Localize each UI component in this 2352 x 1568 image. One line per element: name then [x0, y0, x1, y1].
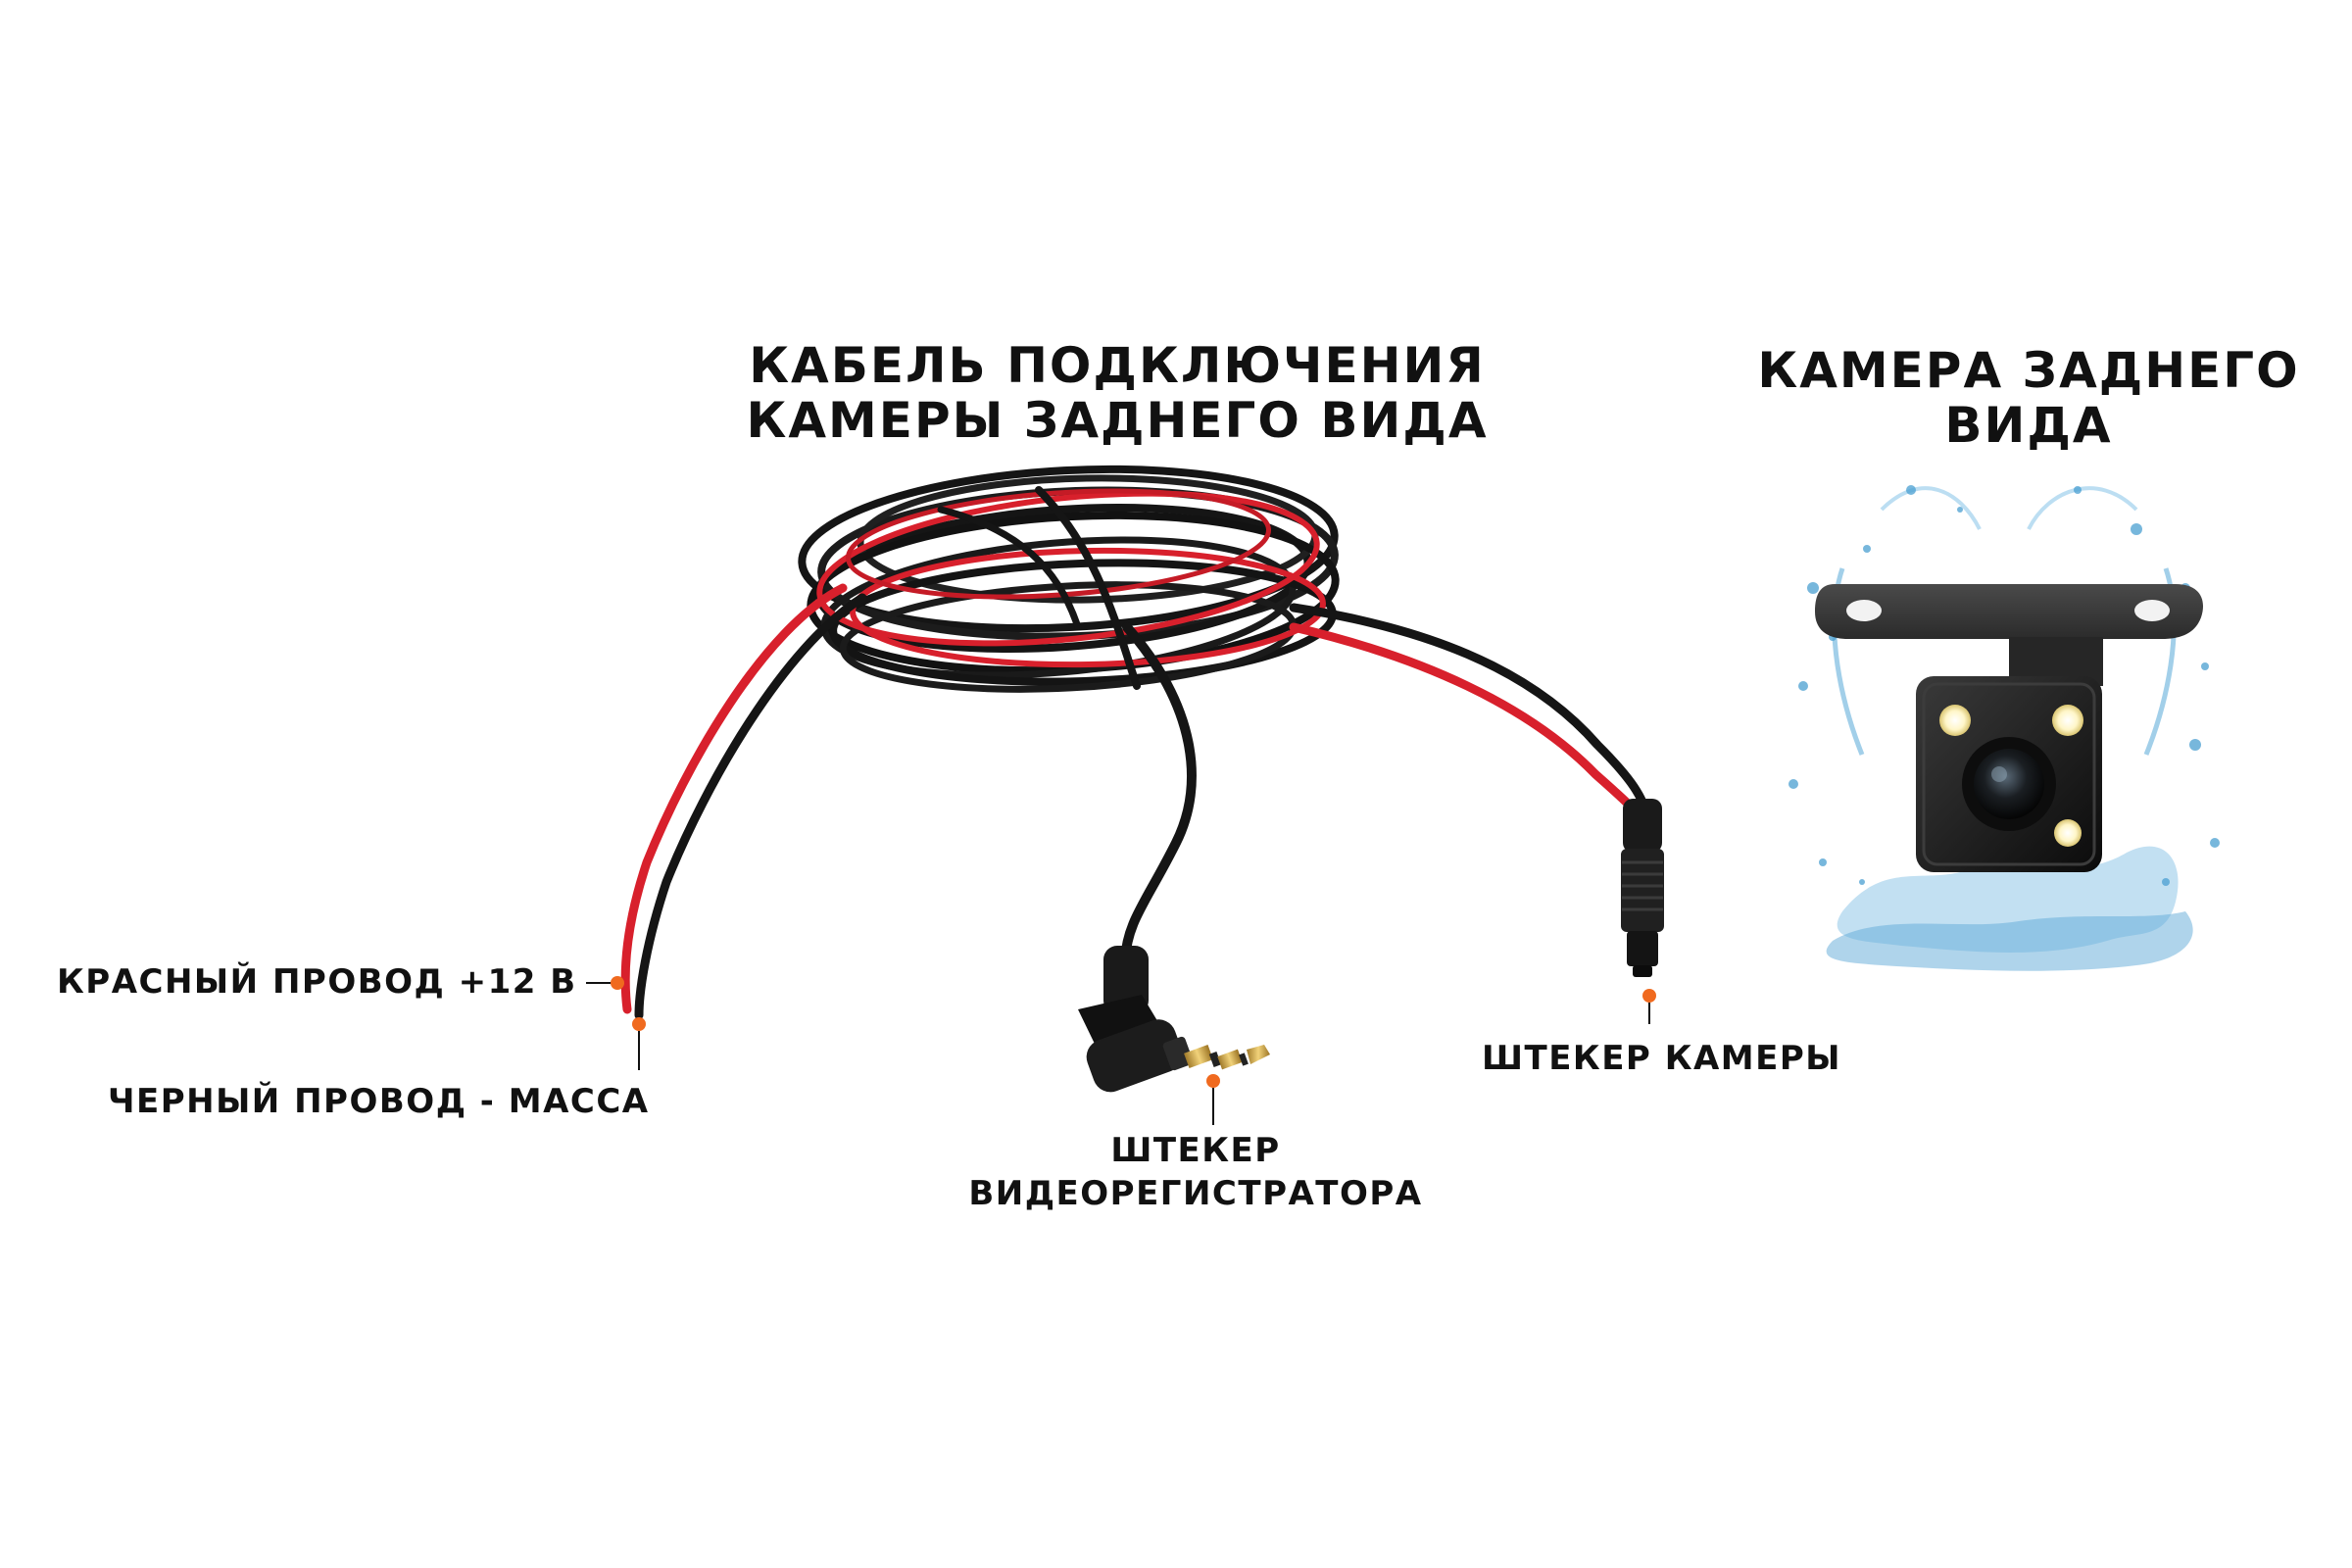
dvr-plug-label: ШТЕКЕР ВИДЕОРЕГИСТРАТОРА — [941, 1129, 1450, 1215]
cable-coil — [798, 465, 1340, 693]
callout-dot-dvr-plug — [1206, 1074, 1220, 1088]
camera-title: КАМЕРА ЗАДНЕГО ВИДА — [1744, 343, 2313, 453]
callout-markers — [586, 976, 1656, 1125]
dvr-plug-label-line1: ШТЕКЕР — [1110, 1131, 1281, 1170]
rear-view-camera — [1815, 584, 2204, 872]
dvr-plug-label-line2: ВИДЕОРЕГИСТРАТОРА — [968, 1174, 1423, 1214]
camera-title-line1: КАМЕРА ЗАДНЕГО — [1757, 342, 2300, 399]
cable-title: КАБЕЛЬ ПОДКЛЮЧЕНИЯ КАМЕРЫ ЗАДНЕГО ВИДА — [745, 338, 1490, 448]
camera-wires — [1289, 603, 1651, 823]
camera-plug-label: ШТЕКЕР КАМЕРЫ — [1482, 1039, 1842, 1078]
cable-title-line2: КАМЕРЫ ЗАДНЕГО ВИДА — [746, 392, 1489, 449]
water-splash — [1788, 485, 2220, 971]
camera-title-line2: ВИДА — [1944, 397, 2113, 454]
callout-dot-red-wire — [611, 976, 624, 990]
red-wire-label: КРАСНЫЙ ПРОВОД +12 В — [57, 962, 577, 1002]
cable-title-line1: КАБЕЛЬ ПОДКЛЮЧЕНИЯ — [749, 337, 1486, 394]
black-wire-label: ЧЕРНЫЙ ПРОВОД - МАССА — [108, 1082, 650, 1121]
power-wires — [620, 583, 867, 1020]
camera-plug-connector — [1621, 799, 1664, 977]
dvr-wire — [1120, 622, 1197, 965]
dvr-jack-plug — [1078, 946, 1270, 1093]
callout-dot-camera-plug — [1642, 989, 1656, 1003]
callout-dot-black-wire — [632, 1017, 646, 1031]
